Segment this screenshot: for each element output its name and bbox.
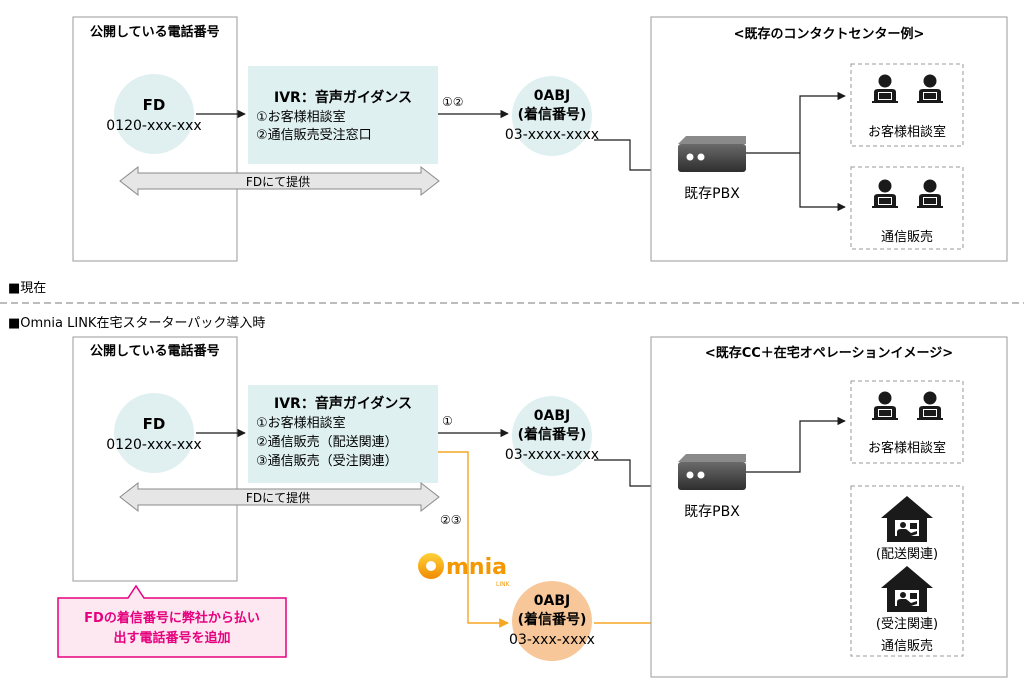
- logo-text: mnia: [446, 555, 507, 580]
- abj-number-new: 03-xxxx-xxxx: [505, 447, 599, 463]
- public-number-title-new: 公開している電話番号: [90, 343, 220, 359]
- logo-sub: LINK: [496, 581, 511, 588]
- section-current-label: ■現在: [8, 281, 46, 296]
- route-label: ①②: [442, 95, 464, 109]
- ivr-item-2: ②通信販売受注窓口: [256, 127, 372, 143]
- home2-label: (受注関連): [876, 617, 938, 632]
- fd-circle: [114, 74, 194, 154]
- group1-label: お客様相談室: [868, 124, 946, 140]
- abj-circle-new: [512, 396, 592, 476]
- ivr-item-3-new: ③通信販売（受注関連）: [256, 453, 398, 469]
- home1-label: (配送関連): [876, 547, 938, 562]
- pbx-to-group2-arrow: [799, 153, 846, 212]
- callout-line2: 出す電話番号を追加: [113, 630, 230, 646]
- pbx-icon-new: [678, 454, 746, 490]
- fd-provided-label-new: FDにて提供: [246, 490, 310, 505]
- route1-label: ①: [442, 414, 453, 428]
- pbx-label-new: 既存PBX: [684, 504, 740, 520]
- abj2-sub: (着信番号): [518, 611, 587, 628]
- abj-number: 03-xxxx-xxxx: [505, 127, 599, 143]
- group2-box: [850, 166, 964, 250]
- fd-number: 0120-xxx-xxx: [106, 118, 201, 134]
- ivr-box-new: [248, 385, 438, 483]
- ivr-title: IVR：音声ガイダンス: [274, 89, 412, 106]
- route23-label: ②③: [440, 513, 462, 527]
- ivr-box: [248, 66, 438, 164]
- group1-label-new: お客様相談室: [868, 440, 946, 456]
- home-group-box: [850, 485, 964, 657]
- group1-box: [850, 63, 964, 147]
- fd-number-new: 0120-xxx-xxx: [106, 437, 201, 453]
- abj-sub-new: (着信番号): [518, 426, 587, 443]
- abj-circle: [512, 76, 592, 156]
- fd-circle-new: [114, 393, 194, 473]
- abj-label-new: 0ABJ: [534, 408, 570, 424]
- group1-box-new: [850, 380, 964, 464]
- abj-label: 0ABJ: [534, 88, 570, 104]
- pbx-to-group1-arrow-new: [746, 416, 846, 473]
- ivr-item-1: ①お客様相談室: [256, 109, 346, 125]
- section-new-label: ■Omnia LINK在宅スターターパック導入時: [8, 316, 265, 331]
- abj-to-pbx-line: [594, 139, 669, 175]
- orange-route-line: [438, 451, 509, 628]
- ivr-title-new: IVR：音声ガイダンス: [274, 395, 412, 412]
- ivr-item-2-new: ②通信販売（配送関連）: [256, 434, 398, 450]
- pbx-to-group1-arrow: [799, 91, 846, 153]
- omnia-logo: mnia LINK: [418, 553, 511, 588]
- fd-provided-arrow-new: [119, 481, 440, 513]
- abj2-number: 03-xxx-xxxx: [509, 632, 595, 648]
- abj2-circle: [512, 581, 592, 661]
- fd-provided-label: FDにて提供: [246, 174, 310, 189]
- callout-line1: FDの着信番号に弊社から払い: [84, 610, 260, 626]
- fd-label: FD: [143, 96, 166, 114]
- ivr-item-1-new: ①お客様相談室: [256, 415, 346, 431]
- group2-label-new: 通信販売: [881, 638, 933, 654]
- pbx-icon: [678, 136, 746, 172]
- fd-label-new: FD: [143, 415, 166, 433]
- contact-center-box-new: [650, 336, 1008, 678]
- center-title-new: <既存CC＋在宅オペレーションイメージ>: [705, 345, 953, 361]
- public-number-title: 公開している電話番号: [90, 24, 220, 40]
- group2-label: 通信販売: [881, 229, 933, 245]
- abj-to-pbx-line-new: [594, 459, 669, 491]
- callout-box: [57, 584, 287, 658]
- abj2-label: 0ABJ: [534, 593, 570, 609]
- abj-sub: (着信番号): [518, 106, 587, 123]
- fd-provided-arrow: [119, 165, 440, 197]
- pbx-label: 既存PBX: [684, 186, 740, 202]
- center-title: <既存のコンタクトセンター例>: [734, 26, 925, 42]
